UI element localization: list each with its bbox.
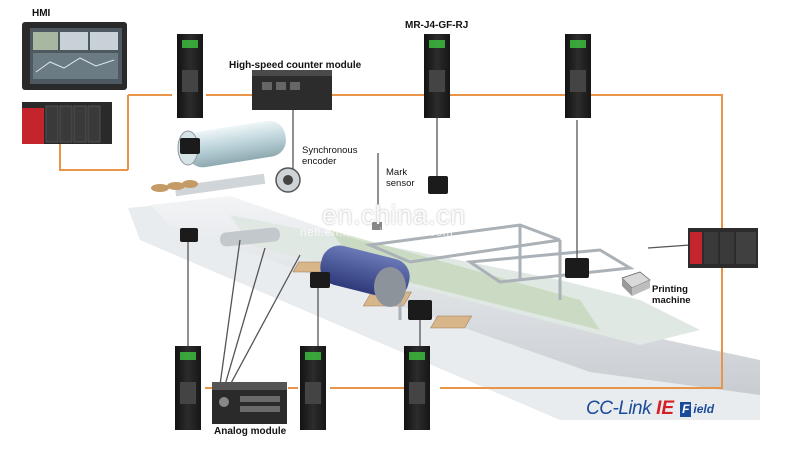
servo-amplifier bbox=[177, 34, 203, 118]
controller bbox=[688, 228, 758, 268]
printing-machine bbox=[621, 271, 651, 296]
analog-module bbox=[212, 382, 287, 424]
watermark-sub: nell.en.made-in-china.com bbox=[300, 225, 454, 239]
label-encoder: Synchronous encoder bbox=[302, 145, 358, 167]
signal-lines bbox=[187, 110, 691, 386]
plc-cpu bbox=[22, 102, 112, 144]
machine-line bbox=[128, 120, 760, 420]
servo-amplifier bbox=[175, 346, 201, 430]
label-mark-sensor: Mark sensor bbox=[386, 167, 415, 189]
servo-amplifier bbox=[565, 34, 591, 118]
label-counter-module: High-speed counter module bbox=[229, 60, 362, 71]
encoder bbox=[275, 167, 301, 193]
servo-amplifier bbox=[404, 346, 430, 430]
counter-module bbox=[252, 70, 332, 110]
label-servo-model: MR-J4-GF-RJ bbox=[405, 20, 469, 31]
servo-amplifier bbox=[424, 34, 450, 118]
label-hmi: HMI bbox=[32, 8, 51, 19]
hmi-panel bbox=[22, 22, 127, 90]
servo-amplifier bbox=[300, 346, 326, 430]
label-analog-module: Analog module bbox=[214, 426, 287, 437]
network-line bbox=[59, 94, 723, 389]
label-printing-machine: Printing machine bbox=[652, 284, 691, 306]
watermark: en.china.cn bbox=[322, 200, 466, 230]
servo-motor bbox=[180, 138, 589, 320]
mark-sensor bbox=[372, 222, 382, 230]
